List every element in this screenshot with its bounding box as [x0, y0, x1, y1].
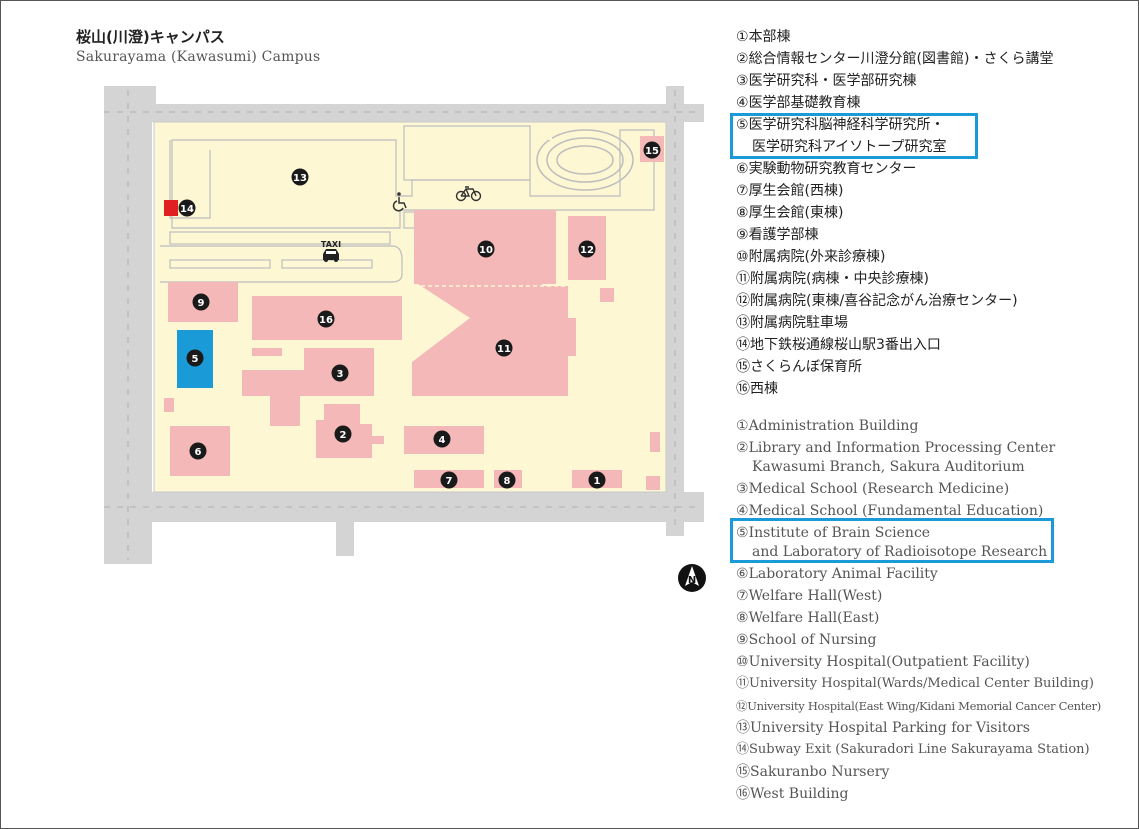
marker-14: 14	[178, 199, 196, 217]
legend-en-item: ⑬University Hospital Parking for Visitor…	[736, 720, 1030, 736]
legend-en-item: ⑧Welfare Hall(East)	[736, 610, 880, 626]
svg-text:15: 15	[645, 146, 659, 157]
svg-text:12: 12	[580, 245, 594, 256]
marker-8: 8	[498, 471, 516, 489]
legend-jp-highlight-box	[730, 113, 978, 159]
campus-title-jp: 桜山(川澄)キャンパス	[76, 28, 225, 46]
svg-text:9: 9	[198, 298, 205, 309]
road-north	[104, 104, 704, 122]
svg-text:14: 14	[180, 204, 194, 215]
legend-en-item: ⑨School of Nursing	[736, 632, 877, 648]
legend-en-item: ⑥Laboratory Animal Facility	[736, 566, 938, 582]
wheelchair-icon	[392, 192, 407, 212]
legend-jp-item: ⑮さくらんぼ保育所	[736, 359, 862, 375]
campus-title-en: Sakurayama (Kawasumi) Campus	[76, 49, 321, 65]
marker-10: 10	[477, 240, 495, 258]
marker-2: 2	[334, 425, 352, 443]
svg-text:16: 16	[319, 315, 333, 326]
legend-jp-item: ⑩附属病院(外来診療棟)	[736, 249, 886, 265]
svg-text:4: 4	[439, 435, 446, 446]
legend-en-item: ①Administration Building	[736, 418, 919, 434]
marker-3: 3	[331, 364, 349, 382]
svg-text:8: 8	[504, 476, 511, 487]
bicycle-icon	[455, 186, 482, 202]
legend-jp-item: ⑬附属病院駐車場	[736, 315, 848, 331]
legend-en-highlight-box	[730, 518, 1054, 563]
legend-jp-item: ⑭地下鉄桜通線桜山駅3番出入口	[736, 337, 941, 353]
svg-text:11: 11	[497, 344, 511, 355]
svg-text:2: 2	[340, 430, 347, 441]
legend-jp-item: ⑥実験動物研究教育センター	[736, 161, 917, 177]
legend-jp-item: ⑫附属病院(東棟/喜谷記念がん治療センター)	[736, 293, 1018, 309]
building-10-11	[412, 210, 576, 396]
marker-4: 4	[433, 430, 451, 448]
marker-7: 7	[440, 471, 458, 489]
svg-text:5: 5	[192, 354, 199, 365]
legend-en-item: ⑦Welfare Hall(West)	[736, 588, 883, 604]
svg-text:6: 6	[195, 447, 202, 458]
legend-en-item: ⑪University Hospital(Wards/Medical Cente…	[736, 676, 1094, 691]
north-label: N	[688, 575, 696, 586]
svg-text:1: 1	[594, 476, 601, 487]
legend-jp-item: ⑪附属病院(病棟・中央診療棟)	[736, 271, 929, 287]
legend-en-item: ④Medical School (Fundamental Education)	[736, 503, 1044, 519]
legend-jp-item: ⑨看護学部棟	[736, 227, 819, 243]
legend-jp-item: ③医学研究科・医学部研究棟	[736, 73, 917, 89]
legend-jp-item: ⑯西棟	[736, 381, 778, 397]
legend-en-item: ③Medical School (Research Medicine)	[736, 481, 1010, 497]
legend-en-item: ⑮Sakuranbo Nursery	[736, 764, 890, 780]
svg-text:3: 3	[337, 369, 344, 380]
legend-jp-item: ④医学部基礎教育棟	[736, 95, 861, 111]
svg-text:10: 10	[479, 245, 493, 256]
marker-1: 1	[588, 471, 606, 489]
legend-en-item: ⑯West Building	[736, 786, 849, 802]
legend-en: ①Administration Building ②Library and In…	[736, 415, 1101, 805]
legend-en-item: ⑭Subway Exit (Sakuradori Line Sakurayama…	[736, 742, 1090, 757]
legend-en-item: ⑩University Hospital(Outpatient Facility…	[736, 654, 1030, 670]
marker-6: 6	[189, 442, 207, 460]
marker-5: 5	[186, 349, 204, 367]
marker-12: 12	[578, 240, 596, 258]
taxi-label: TAXI	[321, 240, 341, 249]
legend-jp-item: ①本部棟	[736, 29, 791, 45]
legend-jp: ①本部棟 ②総合情報センター川澄分館(図書館)・さくら講堂 ③医学研究科・医学部…	[736, 26, 1054, 400]
subway-exit-marker	[164, 200, 178, 216]
north-arrow-icon: N	[678, 564, 706, 592]
taxi-icon: TAXI	[321, 240, 341, 262]
marker-13: 13	[291, 168, 309, 186]
legend-jp-item-highlighted: ⑤医学研究科脳神経科学研究所・医学研究科アイソトープ研究室	[736, 117, 947, 155]
legend-en-item: ⑫University Hospital(East Wing/Kidani Me…	[736, 699, 1101, 713]
marker-15: 15	[643, 141, 661, 159]
marker-16: 16	[317, 310, 335, 328]
legend-jp-item: ⑦厚生会館(西棟)	[736, 183, 844, 199]
campus-map: TAXI 13 14 15 10 12 9 16 11 5 3 2 4 6 7 …	[104, 86, 706, 592]
marker-9: 9	[192, 293, 210, 311]
marker-11: 11	[495, 339, 513, 357]
legend-jp-item: ②総合情報センター川澄分館(図書館)・さくら講堂	[736, 51, 1054, 67]
legend-jp-item: ⑧厚生会館(東棟)	[736, 205, 844, 221]
svg-text:7: 7	[446, 476, 453, 487]
svg-text:13: 13	[293, 173, 307, 184]
legend-en-item: ②Library and Information Processing Cent…	[736, 440, 1056, 475]
